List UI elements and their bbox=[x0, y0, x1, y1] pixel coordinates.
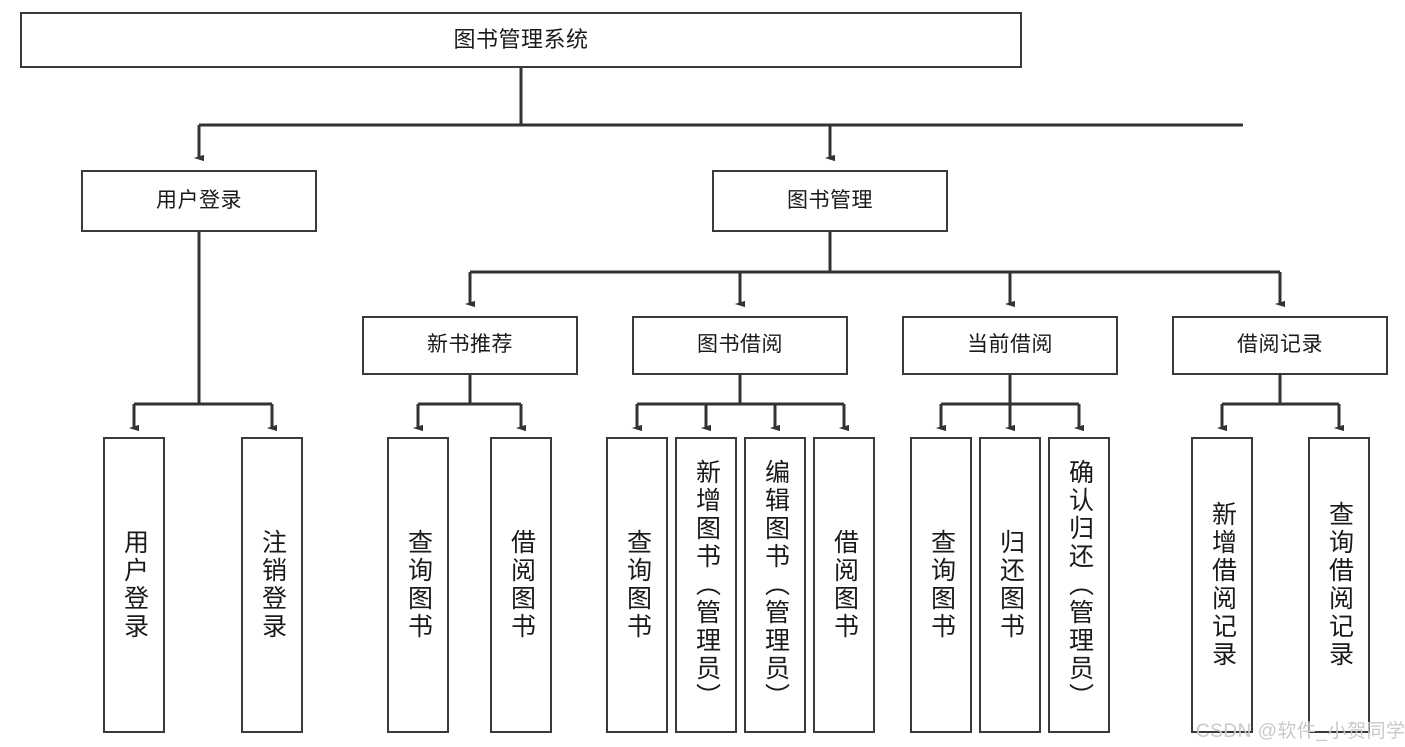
node-label: 查询图书 bbox=[927, 529, 956, 641]
node-label: 新增借阅记录 bbox=[1208, 501, 1237, 669]
leaf-recommend-borrow-book[interactable]: 借阅图书 bbox=[490, 437, 552, 733]
node-label: 查询借阅记录 bbox=[1325, 501, 1354, 669]
leaf-borrow-borrow-book[interactable]: 借阅图书 bbox=[813, 437, 875, 733]
node-label: 当前借阅 bbox=[967, 333, 1053, 357]
leaf-record-query-record[interactable]: 查询借阅记录 bbox=[1308, 437, 1370, 733]
node-new-book-recommend[interactable]: 新书推荐 bbox=[362, 316, 578, 375]
leaf-record-add-record[interactable]: 新增借阅记录 bbox=[1191, 437, 1253, 733]
node-label: 确认归还（管理员） bbox=[1065, 459, 1094, 711]
node-label: 借阅图书 bbox=[507, 529, 536, 641]
leaf-current-confirm-return[interactable]: 确认归还（管理员） bbox=[1048, 437, 1110, 733]
leaf-user-login-login[interactable]: 用户登录 bbox=[103, 437, 165, 733]
node-label: 用户登录 bbox=[156, 188, 242, 212]
node-book-borrow[interactable]: 图书借阅 bbox=[632, 316, 848, 375]
node-user-login[interactable]: 用户登录 bbox=[81, 170, 317, 232]
node-label: 用户登录 bbox=[120, 529, 149, 641]
node-label: 借阅记录 bbox=[1237, 333, 1323, 357]
node-label: 借阅图书 bbox=[830, 529, 859, 641]
leaf-borrow-add-book[interactable]: 新增图书（管理员） bbox=[675, 437, 737, 733]
leaf-borrow-edit-book[interactable]: 编辑图书（管理员） bbox=[744, 437, 806, 733]
node-current-borrow[interactable]: 当前借阅 bbox=[902, 316, 1118, 375]
node-label: 查询图书 bbox=[404, 529, 433, 641]
leaf-user-login-logout[interactable]: 注销登录 bbox=[241, 437, 303, 733]
node-label: 图书管理 bbox=[787, 188, 873, 212]
leaf-recommend-query-book[interactable]: 查询图书 bbox=[387, 437, 449, 733]
node-label: 图书管理系统 bbox=[453, 27, 589, 53]
node-root-system[interactable]: 图书管理系统 bbox=[20, 12, 1022, 68]
leaf-current-query-book[interactable]: 查询图书 bbox=[910, 437, 972, 733]
node-label: 编辑图书（管理员） bbox=[761, 459, 790, 711]
csdn-watermark: CSDN @软件_小贺同学 bbox=[1196, 721, 1405, 742]
node-label: 图书借阅 bbox=[697, 333, 783, 357]
node-label: 归还图书 bbox=[996, 529, 1025, 641]
node-label: 新增图书（管理员） bbox=[692, 459, 721, 711]
node-label: 查询图书 bbox=[623, 529, 652, 641]
node-borrow-record[interactable]: 借阅记录 bbox=[1172, 316, 1388, 375]
node-book-management[interactable]: 图书管理 bbox=[712, 170, 948, 232]
node-label: 新书推荐 bbox=[427, 333, 513, 357]
leaf-current-return-book[interactable]: 归还图书 bbox=[979, 437, 1041, 733]
node-label: 注销登录 bbox=[258, 529, 287, 641]
leaf-borrow-query-book[interactable]: 查询图书 bbox=[606, 437, 668, 733]
